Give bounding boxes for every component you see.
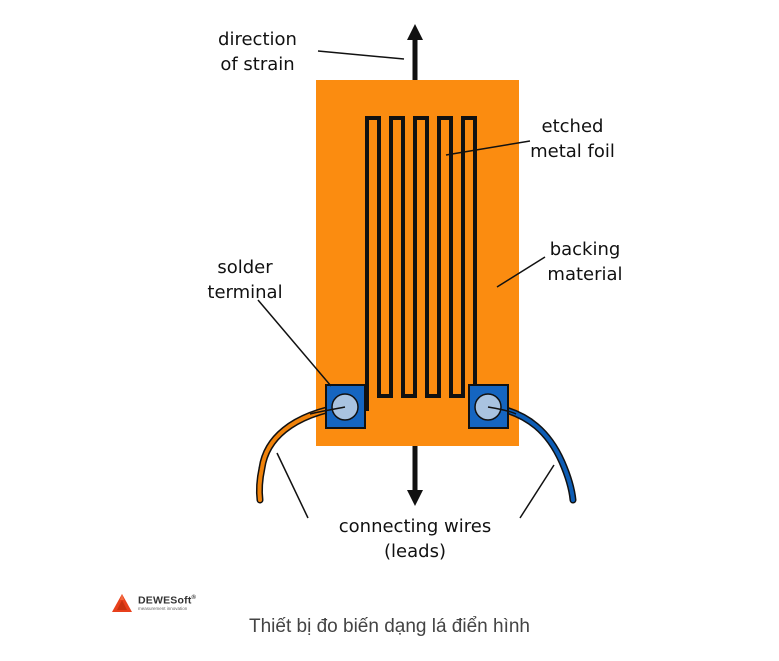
brand-tagline: measurement innovation (138, 605, 188, 611)
leader-line-solder (257, 299, 332, 387)
label-backing-material: backing material (547, 239, 623, 285)
leader-line-direction (317, 50, 405, 60)
etched-metal-foil-grid (341, 116, 488, 411)
label-etched-metal-foil: etched metal foil (530, 116, 615, 162)
brand-registered: ® (191, 594, 197, 601)
leader-line-backing (496, 256, 546, 288)
brand-name: DEWESoft (138, 594, 192, 607)
dewesoft-mark-icon (112, 594, 132, 612)
label-direction-of-strain: direction of strain (218, 29, 297, 75)
strain-direction-arrow-down (407, 446, 423, 506)
leader-line-foil (445, 140, 531, 156)
solder-terminal-left (325, 384, 366, 429)
figure-caption: Thiết bị đo biến dạng lá điển hình (249, 616, 530, 637)
strain-direction-arrow-up (407, 24, 423, 80)
strain-gauge-diagram (255, 24, 577, 519)
leader-line-wire-right (519, 464, 555, 519)
leader-line-wire-left (276, 452, 309, 519)
dewesoft-logo: DEWESoft® measurement innovation (112, 593, 196, 613)
label-connecting-wires: connecting wires (leads) (338, 516, 492, 562)
label-solder-terminal: solder terminal (207, 257, 283, 303)
